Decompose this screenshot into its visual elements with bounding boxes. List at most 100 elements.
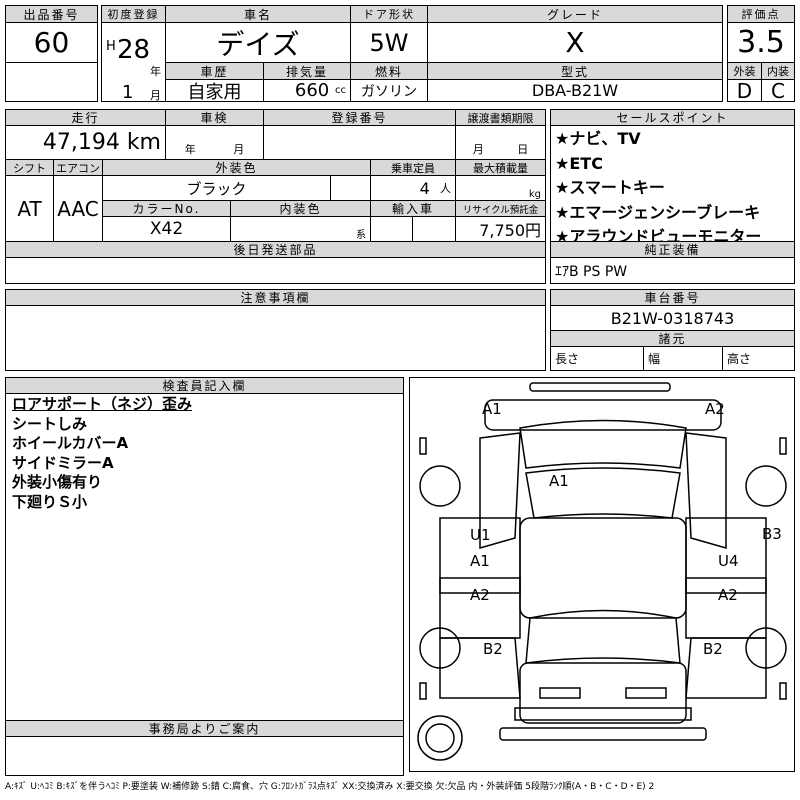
capacity-cell: 4 人 <box>370 175 456 201</box>
car-name-label: 車名 <box>165 5 351 23</box>
chassis-value: B21W-0318743 <box>550 305 795 331</box>
legend: A:ｷｽﾞ U:ﾍｺﾐ B:ｷｽﾞを伴うﾍｺﾐ P:要塗装 W:補修跡 S:錆 … <box>5 782 655 792</box>
inspector-note: ホイールカバーA <box>12 434 129 452</box>
damage-mark: A1 <box>549 472 569 490</box>
door-value: 5W <box>350 22 428 63</box>
sales-point: ★スマートキー <box>555 178 665 197</box>
later-parts-body <box>5 257 546 284</box>
displacement-cell: 660 cc <box>263 79 351 102</box>
damage-mark: B2 <box>703 640 723 658</box>
damage-mark: A1 <box>470 552 490 570</box>
ext-score: D <box>727 79 762 102</box>
reg-no-label: 登録番号 <box>263 109 456 126</box>
int-label: 内装 <box>761 62 795 80</box>
equipment-label: 純正装備 <box>550 241 795 258</box>
ext-color-label: 外装色 <box>102 159 371 176</box>
sales-point: ★ナビ、TV <box>555 129 641 148</box>
model-value: DBA-B21W <box>427 79 723 102</box>
inspector-note: サイドミラーA <box>12 453 114 472</box>
inspector-note: シートしみ <box>12 414 88 433</box>
inspection-label: 車検 <box>165 109 264 126</box>
import-blank-2 <box>412 216 456 242</box>
day-unit: 日 <box>517 143 529 156</box>
first-reg-cell: H 28 年 1 月 <box>101 22 166 102</box>
lot-blank <box>5 62 98 102</box>
chassis-label: 車台番号 <box>550 289 795 306</box>
transfer-cell: 月日 <box>455 125 546 160</box>
sales-point: ★エマージェンシーブレーキ <box>555 202 761 222</box>
year-unit: 年 <box>150 65 161 78</box>
reg-month: 1 <box>122 82 134 102</box>
ac-label: エアコン <box>53 159 103 176</box>
color-no-value: X42 <box>102 216 231 242</box>
spec-width: 幅 <box>643 346 723 371</box>
year-unit: 年 <box>184 143 196 156</box>
ext-label: 外装 <box>727 62 762 80</box>
int-color-unit: 系 <box>230 216 371 242</box>
damage-mark: B2 <box>483 640 503 658</box>
damage-mark: U1 <box>470 526 491 544</box>
mileage-value: 47,194 km <box>5 125 166 160</box>
car-name: デイズ <box>165 22 351 63</box>
transfer-label: 譲渡書類期限 <box>455 109 546 126</box>
inspector-notes: ロアサポート（ネジ）歪み シートしみ ホイールカバーA サイドミラーA 外装小傷… <box>5 393 404 721</box>
shift-value: AT <box>5 175 54 242</box>
grade-label: グレード <box>427 5 723 23</box>
sales-point: ★アラウンドビューモニター <box>555 227 762 242</box>
reg-year: 28 <box>117 35 151 65</box>
max-load-unit: kg <box>455 175 546 201</box>
ext-color-value: ブラック <box>102 175 331 201</box>
inspector-note: 外装小傷有り <box>12 473 103 491</box>
later-parts-label: 後日発送部品 <box>5 241 546 258</box>
office-label: 事務局よりご案内 <box>5 720 404 737</box>
max-load-label: 最大積載量 <box>455 159 546 176</box>
damage-mark: B3 <box>762 525 782 543</box>
car-outline <box>417 382 787 761</box>
score-label: 評価点 <box>727 5 795 23</box>
grade-value: X <box>427 22 723 63</box>
sales-point: ★ETC <box>555 153 603 173</box>
history-value: 自家用 <box>165 79 264 102</box>
damage-diagram: A1 A2 A1 U1 A1 B3 U4 A2 A2 B2 B2 <box>409 377 795 772</box>
notes-body <box>5 305 546 371</box>
int-score: C <box>761 79 795 102</box>
first-reg-label: 初度登録 <box>101 5 166 23</box>
capacity-label: 乗車定員 <box>370 159 456 176</box>
damage-mark: U4 <box>718 552 739 570</box>
damage-mark: A1 <box>482 400 502 418</box>
displacement-label: 排気量 <box>263 62 351 80</box>
import-label: 輸入車 <box>370 200 456 217</box>
spec-height: 高さ <box>722 346 795 371</box>
month-unit: 月 <box>472 143 484 156</box>
capacity-unit: 人 <box>440 182 451 195</box>
displacement-value: 660 <box>294 80 330 101</box>
capacity-value: 4 <box>419 178 430 198</box>
recycle-label: リサイクル預託金 <box>455 200 546 217</box>
model-label: 型式 <box>427 62 723 80</box>
damage-mark: A2 <box>718 586 738 604</box>
int-color-label: 内装色 <box>230 200 371 217</box>
lot-label: 出品番号 <box>5 5 98 23</box>
color-no-label: カラーNo. <box>102 200 231 217</box>
ext-color-blank <box>330 175 371 201</box>
door-label: ドア形状 <box>350 5 428 23</box>
month-unit: 月 <box>233 143 245 156</box>
notes-label: 注意事項欄 <box>5 289 546 306</box>
equipment-value: ｴｱB PS PW <box>550 257 795 284</box>
mileage-label: 走行 <box>5 109 166 126</box>
score-value: 3.5 <box>727 22 795 63</box>
specs-label: 諸元 <box>550 330 795 347</box>
lot-value: 60 <box>5 22 98 63</box>
sales-points-label: セールスポイント <box>550 109 795 126</box>
inspector-note: ロアサポート（ネジ）歪み <box>12 395 193 413</box>
reg-no-value <box>263 125 456 160</box>
inspector-note: 下廻りＳ小 <box>12 492 88 511</box>
import-blank-1 <box>370 216 413 242</box>
ac-value: AAC <box>53 175 103 242</box>
damage-mark: A2 <box>705 400 725 418</box>
fuel-value: ガソリン <box>350 79 428 102</box>
displacement-unit: cc <box>335 85 346 96</box>
sales-points-list: ★ナビ、TV ★ETC ★スマートキー ★エマージェンシーブレーキ ★アラウンド… <box>550 125 795 242</box>
inspector-label: 検査員記入欄 <box>5 377 404 394</box>
history-label: 車歴 <box>165 62 264 80</box>
